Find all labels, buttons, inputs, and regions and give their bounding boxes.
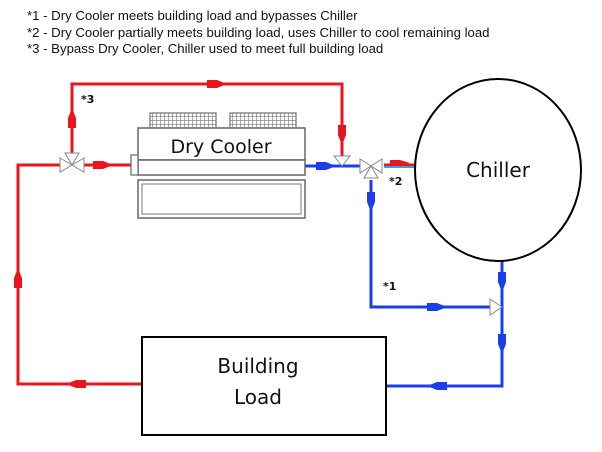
chiller-outline — [414, 78, 582, 262]
arrow-right-1 — [427, 303, 447, 311]
arrow-up-left — [14, 268, 22, 288]
hot-flow-arrows — [14, 80, 410, 388]
legend-notes: *1 - Dry Cooler meets building load and … — [27, 8, 490, 58]
marker-2: *2 — [389, 175, 402, 188]
arrow-right-top — [207, 80, 227, 88]
dry-cooler-coil-band — [137, 159, 306, 176]
check-valve-top[interactable] — [332, 155, 352, 167]
note-1: *1 - Dry Cooler meets building load and … — [27, 8, 358, 23]
fan-grille-right — [229, 112, 297, 129]
arrow-down-chiller-1 — [498, 272, 506, 292]
arrow-up-bypass — [68, 108, 76, 128]
note-2: *2 - Dry Cooler partially meets building… — [27, 24, 490, 40]
arrow-down-bypass — [338, 125, 346, 145]
fan-grille-left — [149, 112, 217, 129]
pipe-bypass-1 — [369, 180, 490, 309]
dry-cooler[interactable]: Dry Cooler — [130, 112, 306, 219]
chiller-label: Chiller — [466, 158, 531, 182]
arrow-right-cooler-out — [316, 162, 336, 170]
pipe-building-to-left-valve — [16, 163, 142, 386]
three-way-valve-left[interactable] — [59, 152, 85, 173]
dry-cooler-label: Dry Cooler — [170, 136, 271, 158]
arrow-down-1 — [367, 192, 375, 212]
arrow-down-chiller-2 — [498, 334, 506, 354]
arrow-left-building — [66, 380, 86, 388]
cold-flow-arrows — [316, 162, 506, 390]
marker-1: *1 — [383, 280, 396, 293]
building-load-box — [141, 336, 387, 436]
dry-cooler-inlet — [130, 154, 139, 176]
note-3: *3 - Bypass Dry Cooler, Chiller used to … — [27, 41, 384, 56]
chiller[interactable]: Chiller — [414, 78, 582, 262]
check-valve-bottom[interactable] — [489, 298, 503, 316]
building-load-label-line1: Building — [217, 354, 298, 378]
marker-3: *3 — [81, 93, 94, 106]
pipe-chiller-return — [386, 262, 504, 388]
arrow-left-return — [427, 382, 447, 390]
three-way-valve-right[interactable] — [359, 158, 383, 179]
building-load[interactable]: Building Load — [141, 336, 387, 436]
arrow-right-to-cooler — [93, 161, 113, 169]
dry-cooler-base-inner — [141, 183, 302, 215]
building-load-label-line2: Load — [234, 385, 282, 409]
arrow-right-hot-chiller — [390, 160, 410, 165]
dry-cooler-body — [137, 127, 306, 161]
